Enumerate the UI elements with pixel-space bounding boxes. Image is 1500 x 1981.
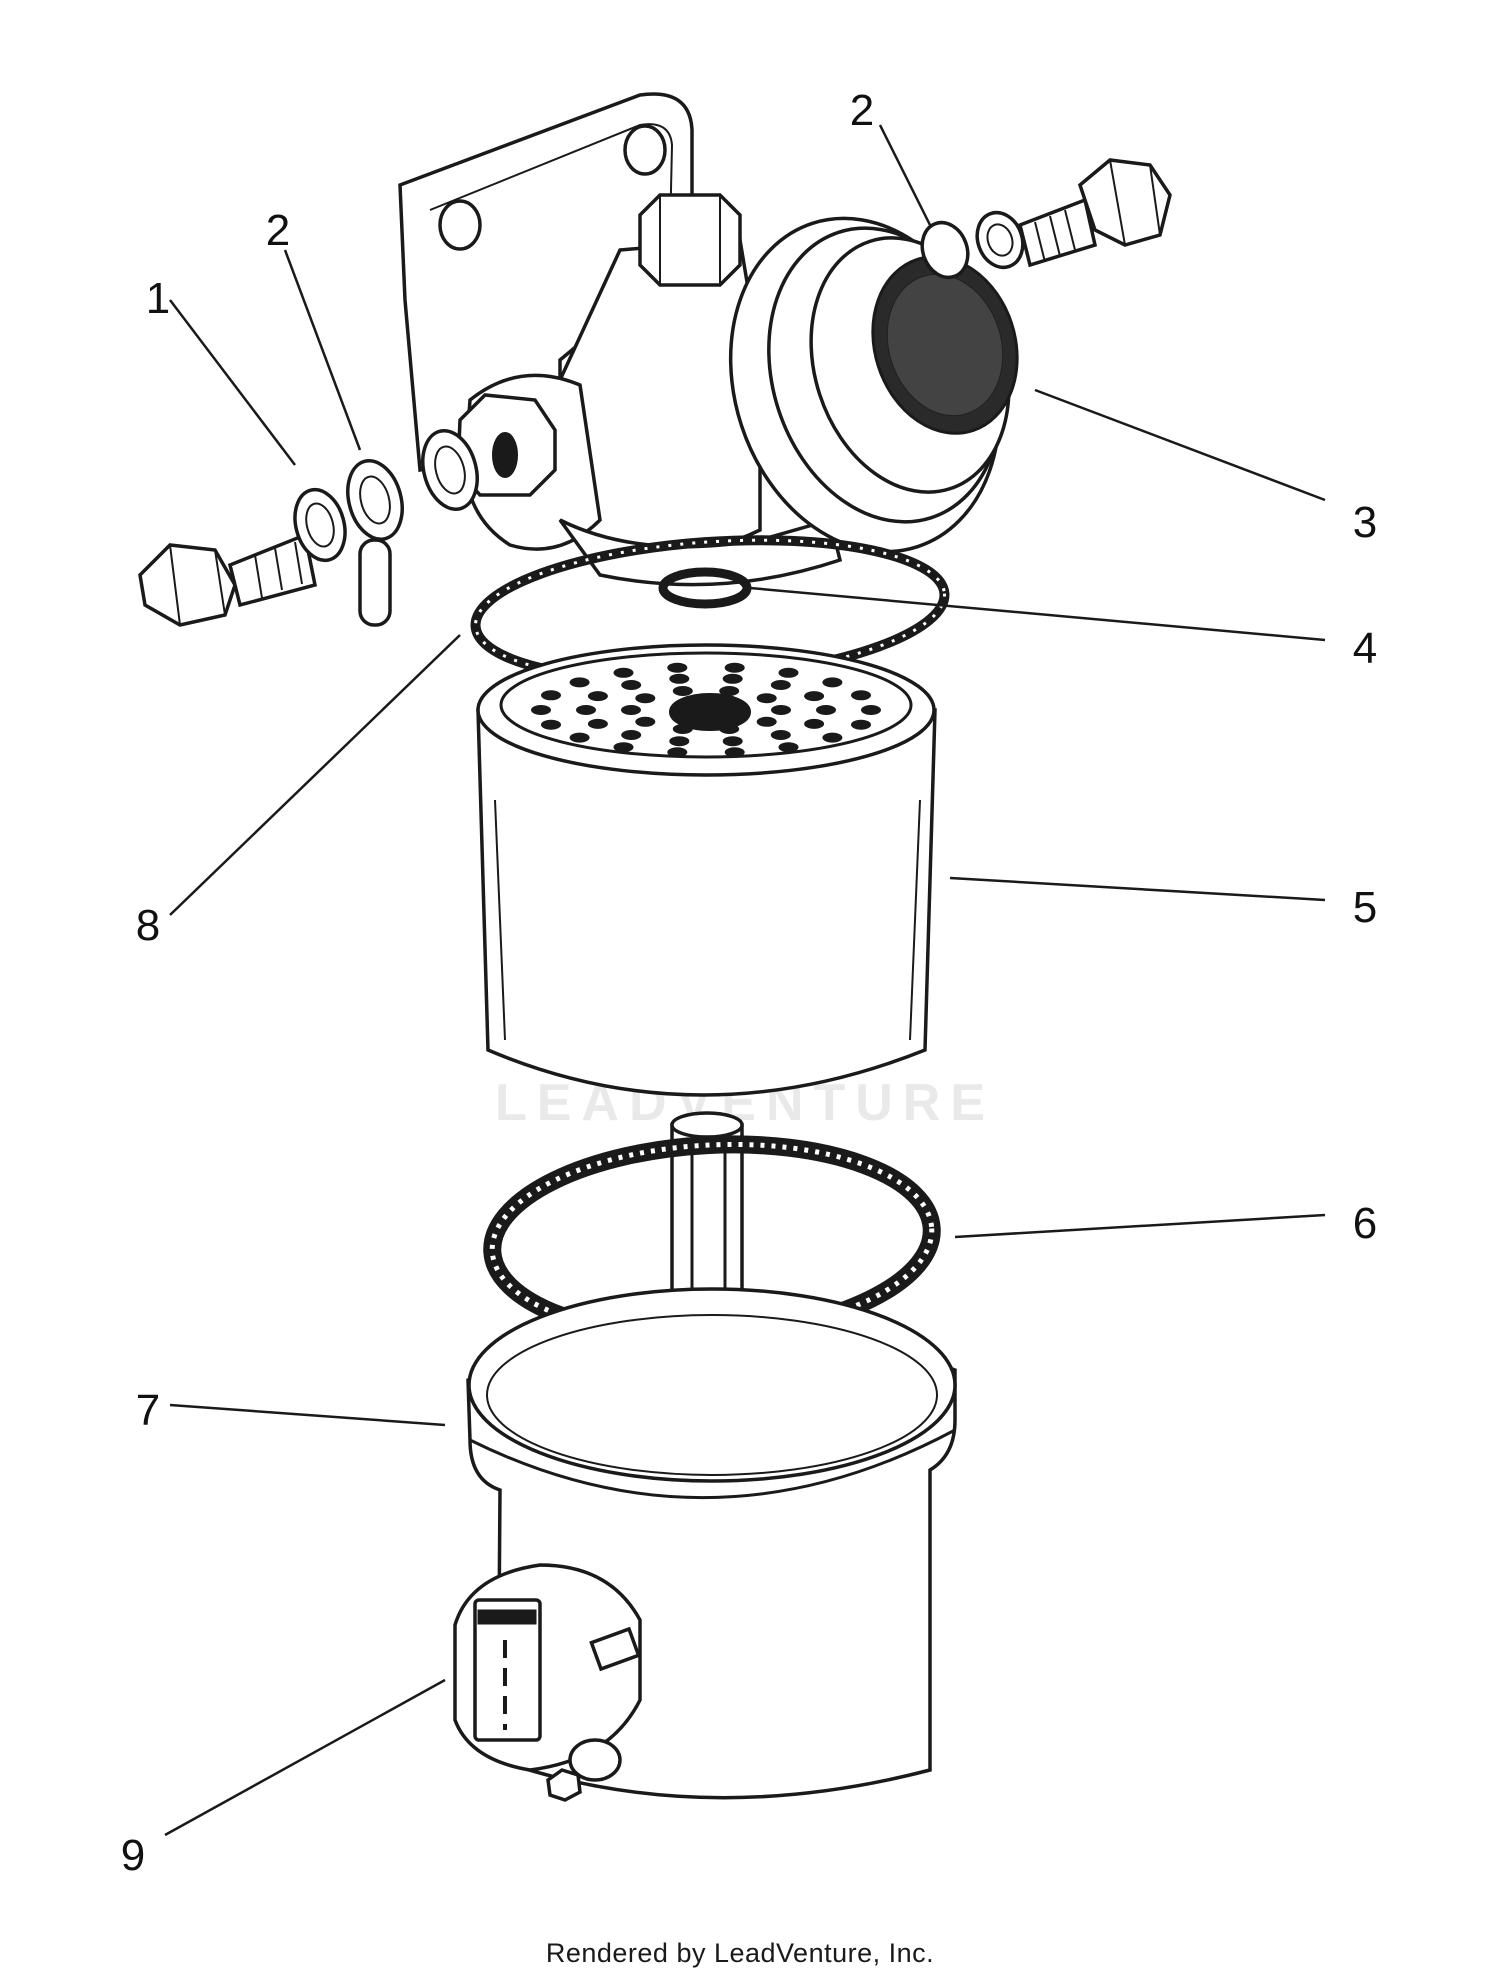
callout-labels: 1 2 2 3 4 5 6 7 8 9	[121, 86, 1377, 1880]
sediment-bowl	[453, 1287, 957, 1802]
filter-hole	[669, 673, 690, 684]
filter-hole	[667, 747, 688, 758]
filter-hole	[770, 680, 791, 690]
filter-hole	[724, 662, 745, 673]
callout-5: 5	[1353, 883, 1377, 932]
filter-hole	[778, 742, 799, 753]
filter-hole	[778, 667, 799, 678]
callout-3: 3	[1353, 498, 1377, 547]
filter-hole	[851, 719, 871, 730]
filter-hole	[621, 705, 641, 715]
filter-element	[476, 643, 937, 1097]
filter-hole	[851, 690, 871, 701]
filter-hole	[541, 690, 561, 701]
filter-hole	[822, 732, 843, 743]
callout-6: 6	[1353, 1199, 1377, 1248]
filter-hole	[569, 732, 590, 743]
filter-hole	[541, 719, 561, 730]
right-banjo-bolt	[920, 158, 1172, 280]
filter-hole	[804, 718, 825, 729]
filter-hole	[613, 742, 634, 753]
left-banjo-bolt	[138, 429, 479, 627]
leader-lines	[164, 124, 1326, 1837]
o-ring-4	[658, 567, 752, 609]
callout-4: 4	[1353, 624, 1377, 673]
filter-head	[398, 92, 843, 587]
filter-hole	[770, 730, 791, 740]
filter-hole	[816, 705, 836, 715]
filter-hole	[621, 680, 642, 690]
filter-hole	[724, 747, 745, 758]
filter-hole	[771, 705, 791, 715]
filter-hole	[635, 716, 656, 727]
filter-hole	[722, 736, 743, 747]
footer-credit: Rendered by LeadVenture, Inc.	[546, 1938, 934, 1968]
filter-hole	[635, 693, 656, 704]
filter-hole	[722, 673, 743, 684]
filter-hole	[861, 705, 881, 715]
filter-hole	[804, 691, 825, 702]
callout-2-right: 2	[850, 86, 874, 135]
filter-hole	[719, 686, 740, 696]
priming-pump	[728, 216, 1019, 554]
filter-hole	[569, 677, 590, 688]
callout-1: 1	[146, 274, 170, 323]
filter-hole	[576, 705, 596, 715]
filter-hole	[667, 662, 688, 673]
filter-hole	[621, 730, 642, 740]
filter-hole	[672, 724, 693, 734]
callout-9: 9	[121, 1831, 145, 1880]
callout-8: 8	[136, 901, 160, 950]
filter-hole	[587, 718, 608, 729]
callout-2-left: 2	[266, 206, 290, 255]
filter-hole	[756, 693, 777, 704]
filter-hole	[719, 724, 740, 734]
filter-hole	[587, 691, 608, 702]
filter-hole	[672, 686, 693, 696]
filter-hole	[756, 716, 777, 727]
filter-hole	[669, 736, 690, 747]
filter-hole	[822, 677, 843, 688]
filter-hole	[531, 705, 551, 715]
callout-7: 7	[136, 1386, 160, 1435]
filter-holes	[531, 662, 881, 758]
filter-hole	[613, 667, 634, 678]
